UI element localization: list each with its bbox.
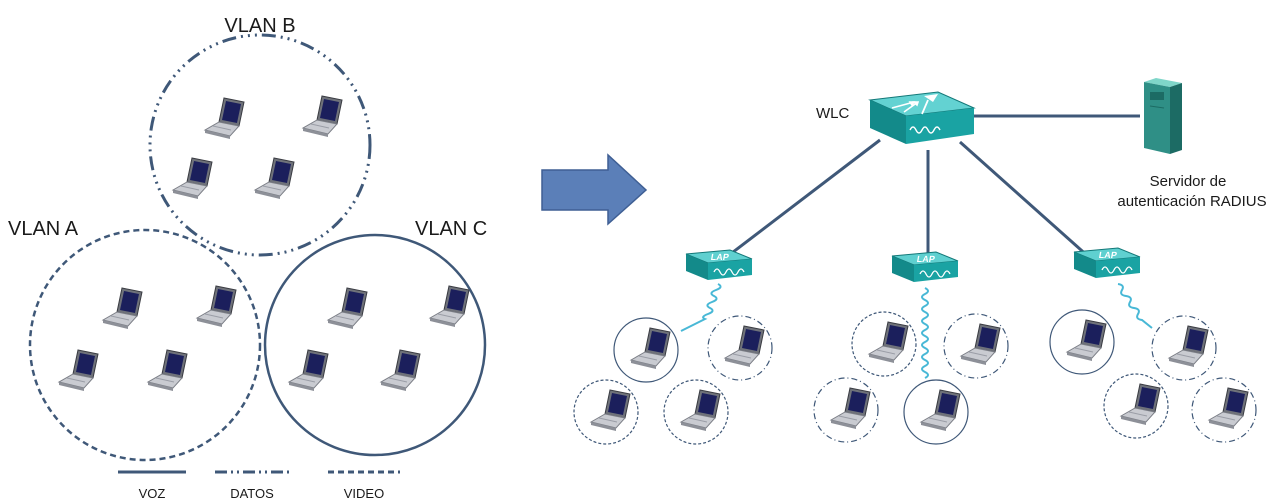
laptop-icon — [196, 285, 237, 328]
radius-server-icon — [1143, 77, 1183, 155]
laptop-icon — [58, 349, 99, 392]
access-point-icon — [685, 249, 753, 281]
client-dashed-ring — [851, 311, 917, 377]
wlc-controller-icon — [869, 91, 975, 145]
transition-arrow — [541, 153, 648, 226]
radius-label-line1: Servidor de — [1150, 173, 1227, 190]
vlan-a-label: VLAN A — [8, 218, 79, 240]
client-dashdot-ring — [1151, 315, 1217, 381]
laptop-icon — [1208, 387, 1249, 430]
laptop-icon — [590, 389, 631, 432]
laptop-icon — [302, 95, 343, 138]
laptop-icon — [327, 287, 368, 330]
client-dashdot-ring — [813, 377, 879, 443]
client-solid-ring — [903, 379, 969, 445]
laptop-icon — [724, 325, 765, 368]
laptop-icon — [1168, 325, 1209, 368]
wireless-signal-icon — [680, 283, 722, 332]
laptop-icon — [1066, 319, 1107, 362]
wlc-label: WLC — [816, 105, 850, 122]
legend: VOZ DATOS VIDEO — [118, 470, 400, 501]
link-wlc-lap-left — [719, 138, 881, 264]
client-dashed-ring — [663, 379, 729, 445]
legend-datos-label: DATOS — [230, 486, 274, 501]
client-dashdot-ring — [943, 313, 1009, 379]
radius-label-line2: autenticación RADIUS — [1117, 193, 1266, 210]
wireless-signal-icon — [1117, 283, 1153, 329]
legend-video-label: VIDEO — [344, 486, 384, 501]
laptop-icon — [1120, 383, 1161, 426]
laptop-icon — [920, 389, 961, 432]
laptop-icon — [429, 285, 470, 328]
vlan-b-boundary — [148, 33, 372, 257]
access-point-icon — [1073, 247, 1141, 279]
vlan-c-label: VLAN C — [415, 218, 487, 240]
access-point-icon — [891, 251, 959, 283]
vlan-a-boundary — [28, 228, 262, 462]
client-dashed-ring — [1103, 373, 1169, 439]
laptop-icon — [868, 321, 909, 364]
laptop-icon — [960, 323, 1001, 366]
laptop-icon — [630, 327, 671, 370]
laptop-icon — [288, 349, 329, 392]
client-dashed-ring — [573, 379, 639, 445]
wireless-signal-icon — [921, 287, 929, 379]
client-dashdot-ring — [1191, 377, 1257, 443]
laptop-icon — [830, 387, 871, 430]
link-wlc-lap-right — [959, 140, 1091, 260]
laptop-icon — [147, 349, 188, 392]
laptop-icon — [172, 157, 213, 200]
vlan-b-label: VLAN B — [224, 15, 295, 37]
legend-voz-label: VOZ — [139, 486, 166, 501]
vlan-c-boundary — [263, 233, 487, 457]
client-solid-ring — [613, 317, 679, 383]
laptop-icon — [102, 287, 143, 330]
laptop-icon — [380, 349, 421, 392]
client-dashdot-ring — [707, 315, 773, 381]
client-solid-ring — [1049, 309, 1115, 375]
laptop-icon — [204, 97, 245, 140]
laptop-icon — [254, 157, 295, 200]
laptop-icon — [680, 389, 721, 432]
